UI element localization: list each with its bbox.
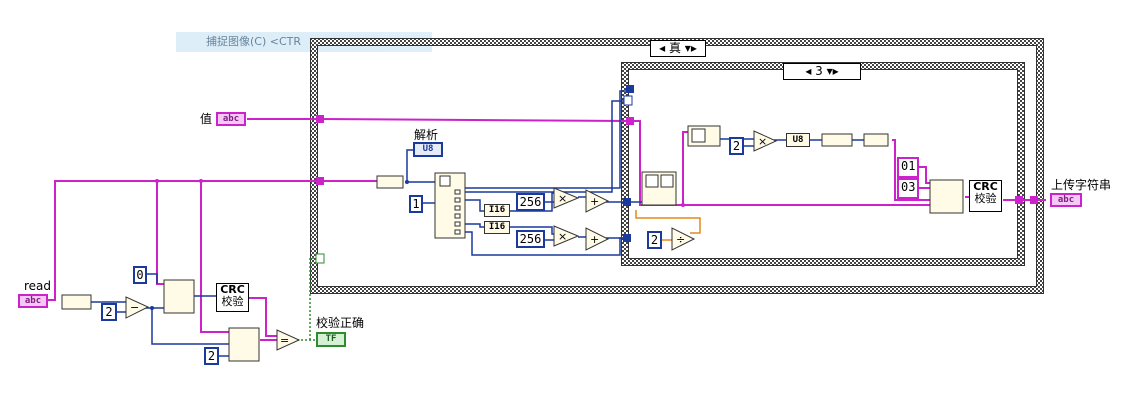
constant-zero[interactable]: 0 (133, 266, 147, 284)
string-converter-node[interactable] (863, 133, 889, 147)
svg-text:+: + (590, 195, 599, 208)
constant-256-a[interactable]: 256 (516, 193, 545, 211)
crc-check-subvi-right[interactable]: CRC 校验 (969, 180, 1002, 212)
string-to-bytes-node[interactable] (376, 175, 404, 189)
byte-array-to-string-node[interactable] (821, 133, 853, 147)
build-array-node-inner[interactable] (641, 171, 677, 206)
svg-text:×: × (558, 230, 567, 243)
tunnels[interactable] (315, 85, 1038, 264)
svg-text:+: + (590, 233, 599, 246)
crc-check-subvi-left[interactable]: CRC 校验 (216, 283, 249, 312)
constant-two-multiply[interactable]: 2 (729, 137, 744, 155)
crc-right-subtitle: 校验 (974, 192, 997, 205)
read-label: read (24, 279, 52, 293)
crc-left-subtitle: 校验 (221, 295, 244, 308)
string-constant-03[interactable]: 03 (897, 178, 919, 199)
check-ok-label: 校验正确 (316, 316, 365, 330)
svg-text:÷: ÷ (676, 233, 685, 246)
string-subset-node[interactable] (61, 294, 92, 310)
orange-wires (635, 210, 701, 241)
value-string-terminal[interactable]: abc (216, 112, 246, 126)
crc-left-title: CRC (220, 283, 245, 296)
constant-two-bottom[interactable]: 2 (204, 347, 219, 365)
svg-text:×: × (558, 192, 567, 205)
arithmetic-symbols: × + × + ÷ × − = (130, 135, 767, 347)
replace-subset-node-bottom[interactable] (228, 327, 260, 362)
capture-tooltip-banner: 捕捉图像(C) <CTR (176, 32, 432, 52)
array-to-spreadsheet-node[interactable] (687, 125, 721, 147)
inner-case-selector[interactable]: ◂ 3 ▾▸ (783, 63, 861, 80)
outer-case-structure[interactable] (310, 38, 1044, 294)
to-u8-node[interactable]: U8 (786, 133, 810, 147)
to-i16-node-b[interactable]: I16 (484, 221, 510, 234)
string-wires (47, 118, 1046, 341)
string-constant-01[interactable]: 01 (897, 157, 919, 178)
svg-text:−: − (130, 301, 139, 314)
constant-256-b[interactable]: 256 (516, 230, 545, 248)
constant-two-left[interactable]: 2 (101, 303, 117, 321)
svg-text:=: = (280, 334, 289, 347)
parse-label: 解析 (414, 128, 439, 142)
constant-two-divide[interactable]: 2 (647, 231, 662, 249)
arithmetic-nodes[interactable] (125, 130, 778, 351)
read-string-terminal[interactable]: abc (18, 294, 48, 308)
outer-case-selector[interactable]: ◂ 真 ▾▸ (650, 40, 706, 57)
constant-one[interactable]: 1 (409, 195, 423, 213)
crc-right-title: CRC (973, 180, 998, 193)
value-label: 值 (200, 112, 213, 126)
index-array-node[interactable] (434, 172, 466, 239)
numeric-wires (85, 90, 864, 357)
upload-string-indicator[interactable]: abc (1050, 193, 1082, 207)
replace-subset-node-top[interactable] (163, 279, 195, 314)
junction-dots (155, 179, 685, 207)
parse-u8-indicator[interactable]: U8 (413, 142, 443, 157)
to-i16-node-a[interactable]: I16 (484, 204, 510, 217)
check-ok-indicator[interactable]: TF (316, 332, 346, 347)
concatenate-strings-node[interactable] (929, 179, 964, 214)
upload-string-label: 上传字符串 (1051, 178, 1112, 192)
svg-text:×: × (758, 135, 767, 148)
